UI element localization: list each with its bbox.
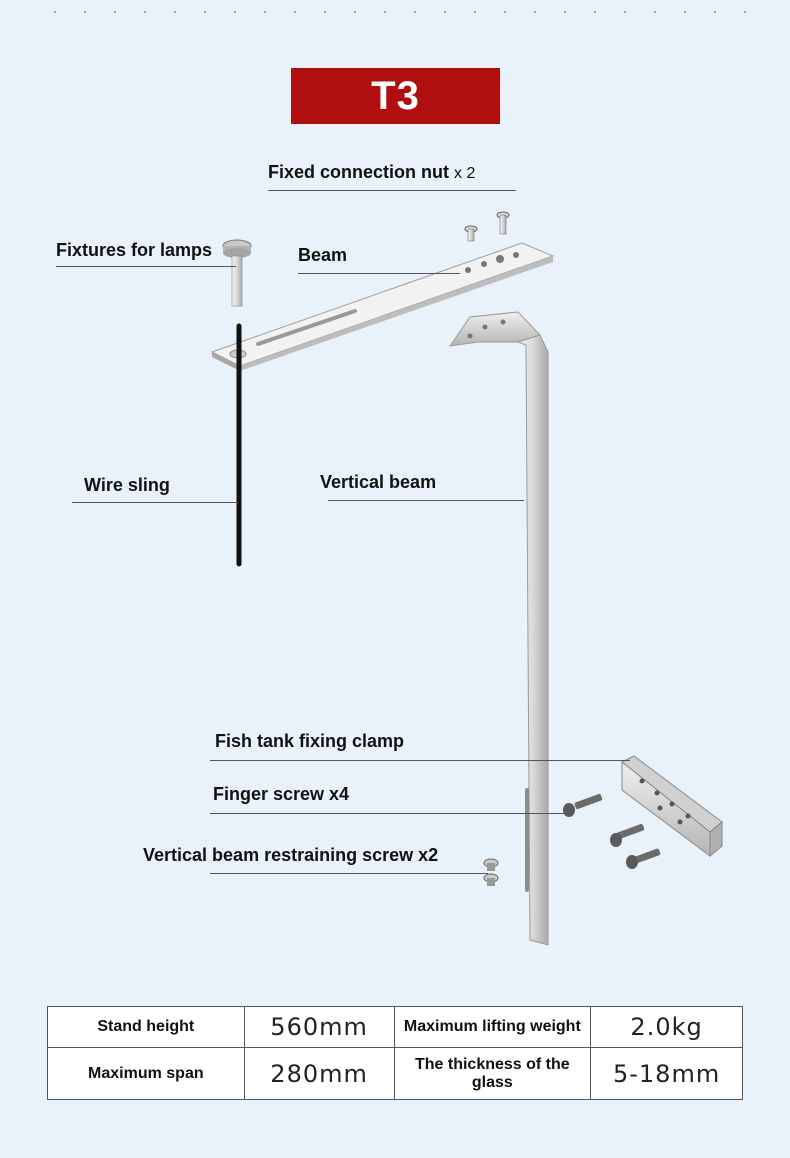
spec-key: Stand height [47, 1005, 245, 1049]
spec-row: Stand height 560mm Maximum lifting weigh… [47, 1005, 743, 1049]
label-finger-screw: Finger screw x4 [213, 784, 350, 804]
restraining-screw-part [483, 858, 499, 886]
fish-tank-clamp-part [621, 755, 723, 858]
spec-key: The thickness of the glass [393, 1047, 592, 1100]
label-nut-text: Fixed connection nut [268, 162, 450, 182]
spec-value: 5-18mm [590, 1047, 743, 1100]
leader-nut [268, 190, 516, 191]
label-vertical-beam: Vertical beam [320, 472, 437, 492]
model-title-text: T3 [371, 73, 420, 118]
label-restraining-screw: Vertical beam restraining screw x2 [143, 845, 439, 865]
label-wire-sling: Wire sling [84, 475, 170, 495]
spec-table: Stand height 560mm Maximum lifting weigh… [47, 1005, 743, 1100]
beam-part [210, 242, 555, 371]
parts-diagram [210, 211, 723, 946]
nut-part [464, 211, 510, 242]
leader-wire-sling [72, 502, 238, 503]
spec-value: 2.0kg [590, 1005, 743, 1049]
vertical-beam-part [448, 311, 549, 946]
spec-key: Maximum span [47, 1047, 245, 1100]
leader-finger-screw [210, 813, 566, 814]
spec-key: Maximum lifting weight [393, 1005, 592, 1049]
finger-screw-part [563, 793, 661, 869]
label-clamp: Fish tank fixing clamp [215, 731, 405, 751]
label-nut: Fixed connection nut x 2 [268, 162, 475, 183]
spec-value: 280mm [243, 1047, 395, 1100]
leader-clamp [210, 760, 630, 761]
leader-beam [298, 273, 460, 274]
leader-lamps [56, 266, 236, 267]
label-lamps: Fixtures for lamps [56, 240, 213, 260]
top-dotted-divider [40, 10, 760, 14]
spec-row: Maximum span 280mm The thickness of the … [47, 1047, 743, 1100]
spec-value: 560mm [243, 1005, 395, 1049]
leader-vertical-beam [328, 500, 524, 501]
leader-restraining-screw [210, 873, 488, 874]
label-beam: Beam [298, 245, 348, 265]
lamp-fixture-part [222, 239, 252, 307]
model-title: T3 [291, 68, 500, 124]
label-nut-qty: x 2 [454, 165, 476, 182]
